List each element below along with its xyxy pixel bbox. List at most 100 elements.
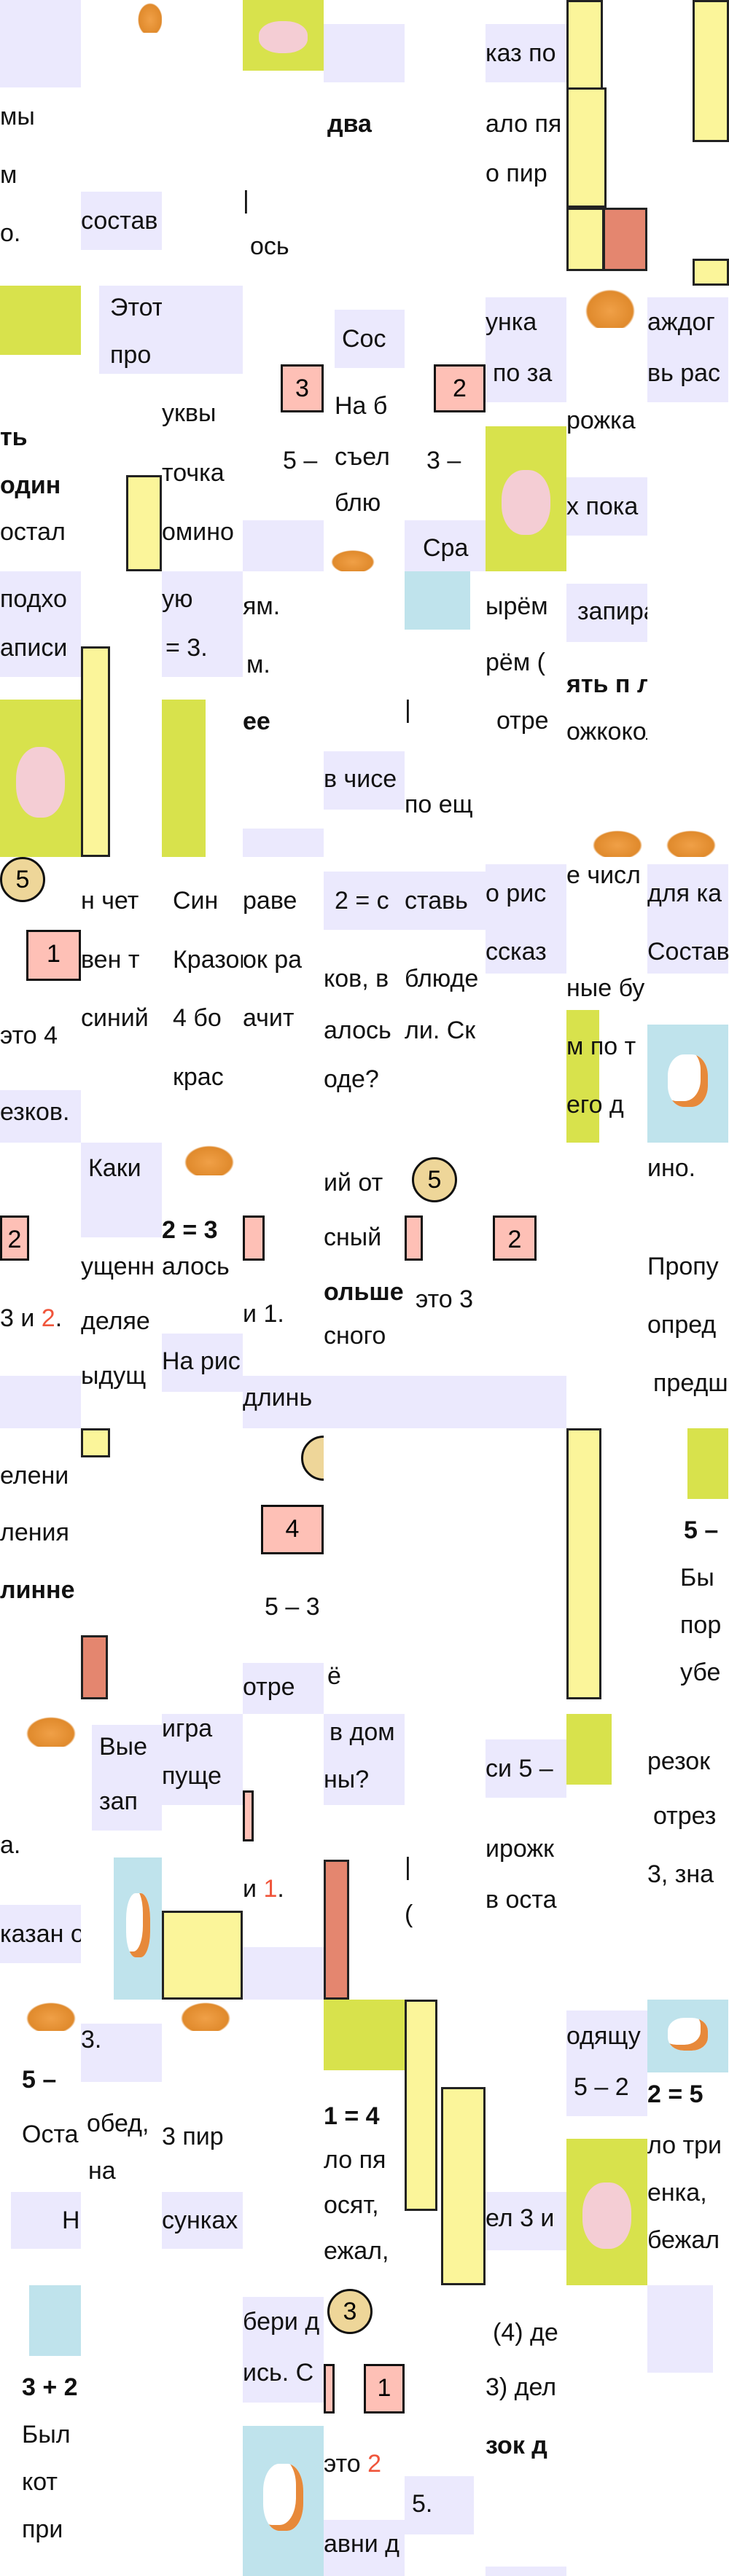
number-circle: 5	[0, 857, 45, 902]
kitten-illustration	[114, 1857, 162, 2000]
domino-tile	[162, 1911, 243, 2000]
text-line: запирасск	[577, 598, 647, 625]
highlight-box	[647, 297, 728, 402]
text-line: На рис	[162, 1347, 241, 1375]
highlight-box	[81, 192, 162, 250]
text-line: для ка	[647, 880, 722, 907]
text-line: бери д	[243, 2308, 320, 2336]
number-box: 1	[26, 930, 81, 981]
text-line: это 2	[324, 2449, 381, 2478]
text-line: х пока	[566, 493, 639, 520]
text-line: мы	[0, 103, 35, 130]
text-line: Вые	[99, 1733, 148, 1761]
domino-tile	[566, 0, 603, 102]
text-line: аждог	[647, 308, 715, 336]
domino-tile	[81, 1428, 110, 1457]
pie-illustration	[180, 1143, 238, 1175]
text-line: н чет	[81, 887, 139, 915]
text-line: ыдущ	[81, 1362, 147, 1390]
text-line: резок	[647, 1747, 711, 1775]
text-line: отре	[496, 707, 549, 735]
text-line: и 1.	[243, 1300, 284, 1328]
highlight-box	[99, 286, 162, 374]
text-line: 5 – 3	[265, 1593, 320, 1621]
text-line: каз по	[486, 39, 556, 67]
domino-tile	[566, 87, 607, 208]
text-line: по за	[493, 359, 553, 387]
text-line: про	[110, 341, 152, 369]
page-fragment-tile: игра пуще	[162, 1714, 243, 2000]
highlight-box	[243, 520, 324, 571]
text-line: в дом	[330, 1718, 395, 1746]
highlight-box	[486, 1376, 566, 1428]
highlight-box	[162, 1714, 243, 1805]
page-fragment-tile	[162, 1428, 243, 1714]
highlight-box	[647, 2285, 713, 2373]
highlight-box	[324, 751, 405, 810]
text-line: отрез	[653, 1802, 717, 1830]
text-line: осят,	[324, 2191, 379, 2219]
domino-tile	[81, 646, 110, 857]
illustration-grass	[687, 1428, 728, 1499]
text-line: обед,	[87, 2110, 149, 2137]
highlight-box	[486, 297, 566, 402]
text-line: 3 пир	[162, 2123, 224, 2150]
text-line: пор	[680, 1611, 722, 1639]
page-fragment-tile	[647, 0, 729, 286]
pig-illustration	[243, 0, 324, 71]
highlight-box	[162, 571, 243, 677]
highlight-box	[486, 864, 566, 974]
illustration-sky	[29, 2285, 81, 2356]
text-line: синий	[81, 1004, 149, 1032]
highlight-box	[243, 2297, 324, 2403]
text-line: ало пя	[486, 110, 562, 138]
page-fragment-tile: и 1.	[243, 1714, 324, 2000]
domino-tile	[693, 0, 729, 142]
page-fragment-tile	[243, 2000, 324, 2285]
pie-illustration	[22, 1714, 80, 1747]
number-box: 2	[493, 1215, 537, 1261]
page-fragment-tile: |ось	[243, 0, 324, 286]
text-line: Пропу	[647, 1253, 719, 1280]
text-fragment: .	[55, 1304, 63, 1332]
text-line: подхо	[0, 585, 67, 613]
text-line: зок д	[486, 2432, 547, 2459]
text-line: 5 –	[22, 2066, 57, 2094]
text-line: игра	[162, 1715, 213, 1742]
page-fragment-tile	[405, 2000, 486, 2285]
text-line: рём (	[486, 649, 545, 676]
page-fragment-tile: запирасскять п лежаожкоколько	[566, 571, 647, 857]
highlight-box	[486, 2567, 566, 2576]
page-fragment-tile	[647, 571, 729, 857]
text-line: 2 = 3	[162, 1216, 218, 1244]
text-line: по ещ	[405, 791, 473, 818]
text-line: два	[327, 110, 372, 138]
text-line: казан о	[0, 1920, 81, 1948]
highlighted-number: 2	[41, 1304, 55, 1332]
highlight-box	[486, 24, 566, 82]
text-line: Сра	[423, 534, 469, 562]
illustration-grass	[566, 1010, 599, 1143]
text-line: На б	[335, 392, 388, 420]
text-line: м по т	[566, 1033, 636, 1060]
text-line: 3) дел	[486, 2373, 557, 2401]
text-line: ущенн	[81, 1253, 155, 1280]
number-box	[243, 1215, 265, 1261]
text-line: ел 3 и	[486, 2204, 555, 2232]
text-line: раве	[243, 887, 297, 915]
highlight-box	[162, 2192, 243, 2249]
highlight-box	[335, 310, 405, 368]
illustration-sky	[405, 571, 470, 630]
text-line: о рис	[486, 880, 547, 907]
text-line: ось	[250, 232, 289, 260]
text-line: пуще	[162, 1762, 222, 1790]
text-line: ть	[0, 423, 28, 451]
